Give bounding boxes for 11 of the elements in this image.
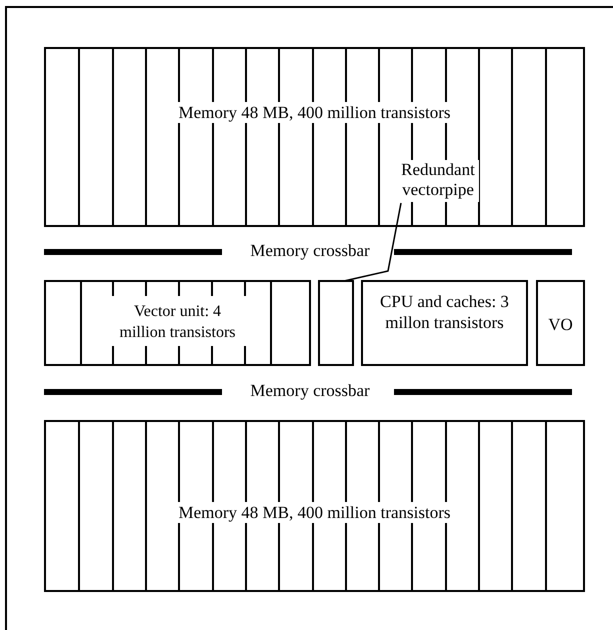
crossbar-label: Memory crossbar xyxy=(250,381,370,401)
block-label: Memory 48 MB, 400 million transistors xyxy=(176,502,452,523)
cpu-block xyxy=(361,280,528,366)
memory-block xyxy=(44,420,585,592)
vector-unit-block xyxy=(44,280,311,366)
block-label: Memory 48 MB, 400 million transistors xyxy=(176,102,452,123)
memory-block xyxy=(44,47,585,227)
vo-block xyxy=(536,280,585,366)
crossbar-label: Memory crossbar xyxy=(250,241,370,261)
redundant-pipe-block xyxy=(318,280,354,366)
leader-line xyxy=(344,202,402,282)
